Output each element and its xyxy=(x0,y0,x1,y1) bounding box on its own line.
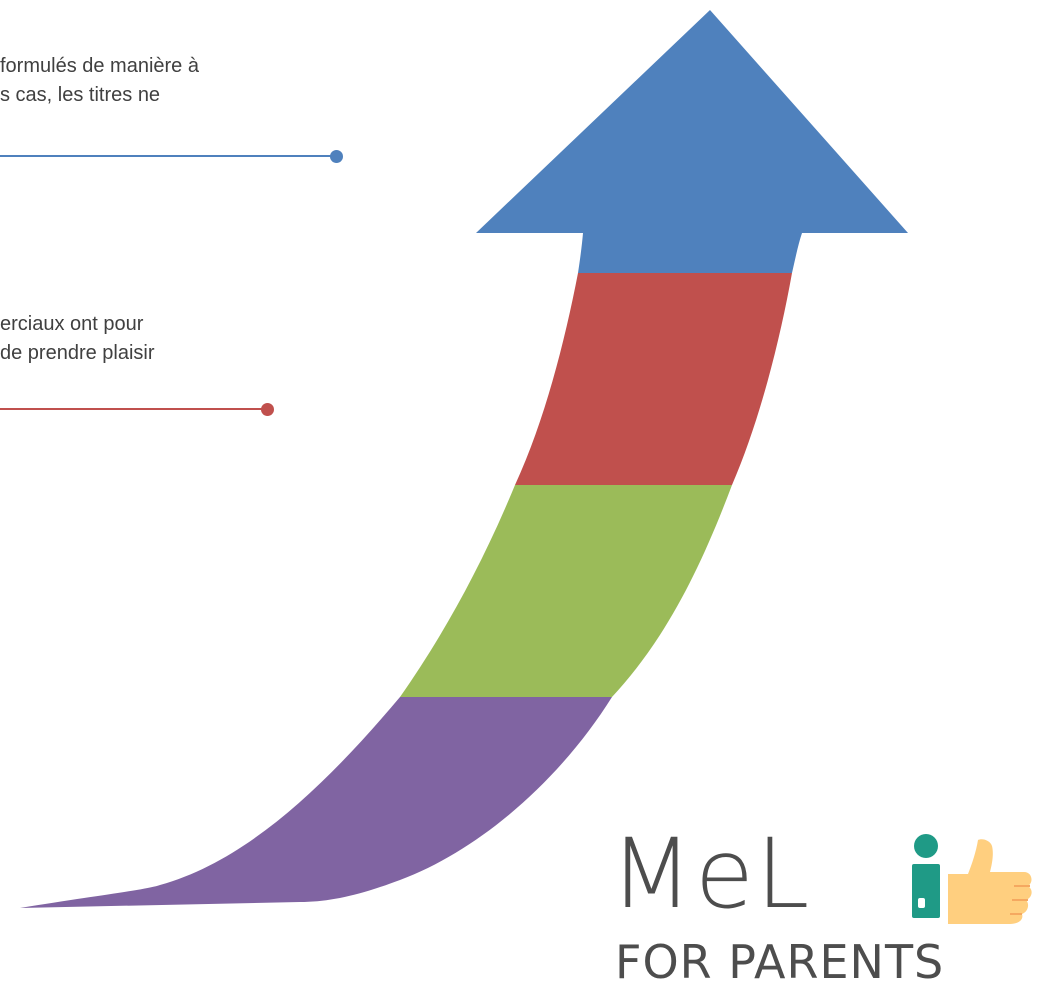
thumbs-up-icon xyxy=(948,839,1032,924)
bullet-text-2-line-2: de prendre plaisir xyxy=(0,342,155,364)
arrow-segment-bottom xyxy=(20,697,612,908)
connector-dot-2 xyxy=(261,403,274,416)
arrow-segment-second xyxy=(515,273,792,485)
logo-tagline: FOR PARENTS xyxy=(615,935,945,989)
bullet-text-2-line-1: erciaux ont pour xyxy=(0,313,144,335)
connector-line-2 xyxy=(0,408,266,410)
logo-wordmark: MeL xyxy=(610,818,812,930)
connector-dot-1 xyxy=(330,150,343,163)
bullet-text-1: formulés de manière à s cas, les titres … xyxy=(0,52,199,110)
bullet-text-1-line-1: formulés de manière à xyxy=(0,55,199,77)
arrow-segment-third xyxy=(400,485,732,697)
logo-mark xyxy=(912,834,1032,924)
bullet-text-1-line-2: s cas, les titres ne xyxy=(0,84,161,106)
arrow-segment-top xyxy=(476,10,908,273)
connector-line-1 xyxy=(0,155,336,157)
bullet-text-2: erciaux ont pour de prendre plaisir xyxy=(0,310,155,368)
meli-logo: MeL FOR PARENTS xyxy=(610,826,1041,995)
letter-i-icon xyxy=(912,834,940,918)
